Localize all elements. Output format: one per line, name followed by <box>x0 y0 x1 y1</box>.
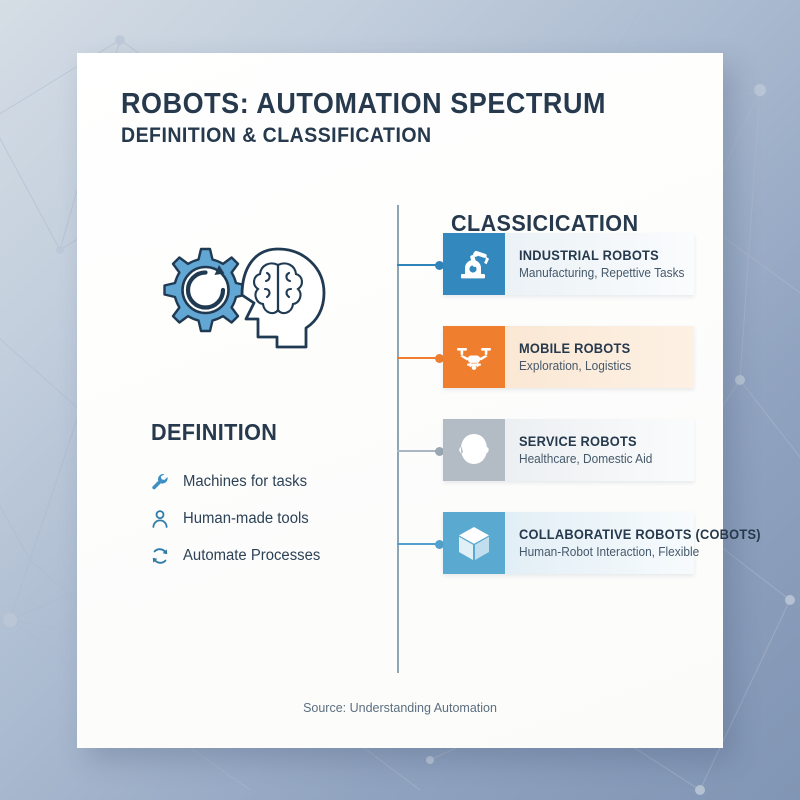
row-text: INDUSTRIAL ROBOTS Manufacturing, Repetti… <box>505 233 694 295</box>
row-text: MOBILE ROBOTS Exploration, Logistics <box>505 326 694 388</box>
source-caption: Source: Understanding Automation <box>303 701 497 715</box>
row-title: MOBILE ROBOTS <box>519 341 631 356</box>
row-description: Human-Robot Interaction, Flexible <box>519 545 700 559</box>
classification-row-industrial[interactable]: INDUSTRIAL ROBOTS Manufacturing, Repetti… <box>443 233 694 295</box>
connector-lines <box>397 205 453 675</box>
row-description: Healthcare, Domestic Aid <box>519 452 653 466</box>
row-title: INDUSTRIAL ROBOTS <box>519 248 659 263</box>
connector-dot <box>435 353 444 363</box>
head-silhouette-icon <box>443 419 505 481</box>
connector-mobile <box>397 353 444 363</box>
list-item-label: Automate Processes <box>183 546 321 564</box>
row-title: COLLABORATIVE ROBOTS (COBOTS) <box>519 527 761 542</box>
cube-3d-icon <box>443 512 505 574</box>
list-item-label: Human-made tools <box>183 509 309 527</box>
classification-row-cobots[interactable]: COLLABORATIVE ROBOTS (COBOTS) Human-Robo… <box>443 512 761 574</box>
title-block: ROBOTS: AUTOMATION SPECTRUM DEFINITION &… <box>121 89 643 147</box>
row-text: SERVICE ROBOTS Healthcare, Domestic Aid <box>505 419 694 481</box>
timeline-spine <box>397 205 399 673</box>
connector-cobots <box>397 539 444 549</box>
list-item: Automate Processes <box>149 537 419 574</box>
gear-brain-head-icon <box>146 245 336 368</box>
page-subtitle: DEFINITION & CLASSIFICATION <box>121 124 432 148</box>
list-item: Machines for tasks <box>149 463 419 500</box>
refresh-cycle-icon <box>149 545 170 566</box>
page-title: ROBOTS: AUTOMATION SPECTRUM <box>121 88 607 120</box>
wrench-icon <box>149 471 170 492</box>
row-description: Exploration, Logistics <box>519 359 632 373</box>
definition-heading: DEFINITION <box>151 419 278 445</box>
row-description: Manufacturing, Repettive Tasks <box>519 266 685 280</box>
connector-service <box>397 446 444 456</box>
classification-row-mobile[interactable]: MOBILE ROBOTS Exploration, Logistics <box>443 326 694 388</box>
row-text: COLLABORATIVE ROBOTS (COBOTS) Human-Robo… <box>505 512 774 574</box>
classification-row-service[interactable]: SERVICE ROBOTS Healthcare, Domestic Aid <box>443 419 694 481</box>
definition-list: Machines for tasks Human-made tools Au <box>149 463 419 574</box>
connector-dot <box>435 539 444 549</box>
drone-icon <box>443 326 505 388</box>
connector-dot <box>435 260 444 270</box>
connector-dot <box>435 446 444 456</box>
list-item-label: Machines for tasks <box>183 472 308 490</box>
row-title: SERVICE ROBOTS <box>519 434 637 449</box>
classification-heading: CLASSICICATION <box>451 210 639 236</box>
classification-rows: INDUSTRIAL ROBOTS Manufacturing, Repetti… <box>443 233 761 605</box>
list-item: Human-made tools <box>149 500 419 537</box>
person-icon <box>149 508 170 529</box>
robot-arm-icon <box>443 233 505 295</box>
infographic-card: ROBOTS: AUTOMATION SPECTRUM DEFINITION &… <box>77 53 761 748</box>
connector-industrial <box>397 260 444 270</box>
